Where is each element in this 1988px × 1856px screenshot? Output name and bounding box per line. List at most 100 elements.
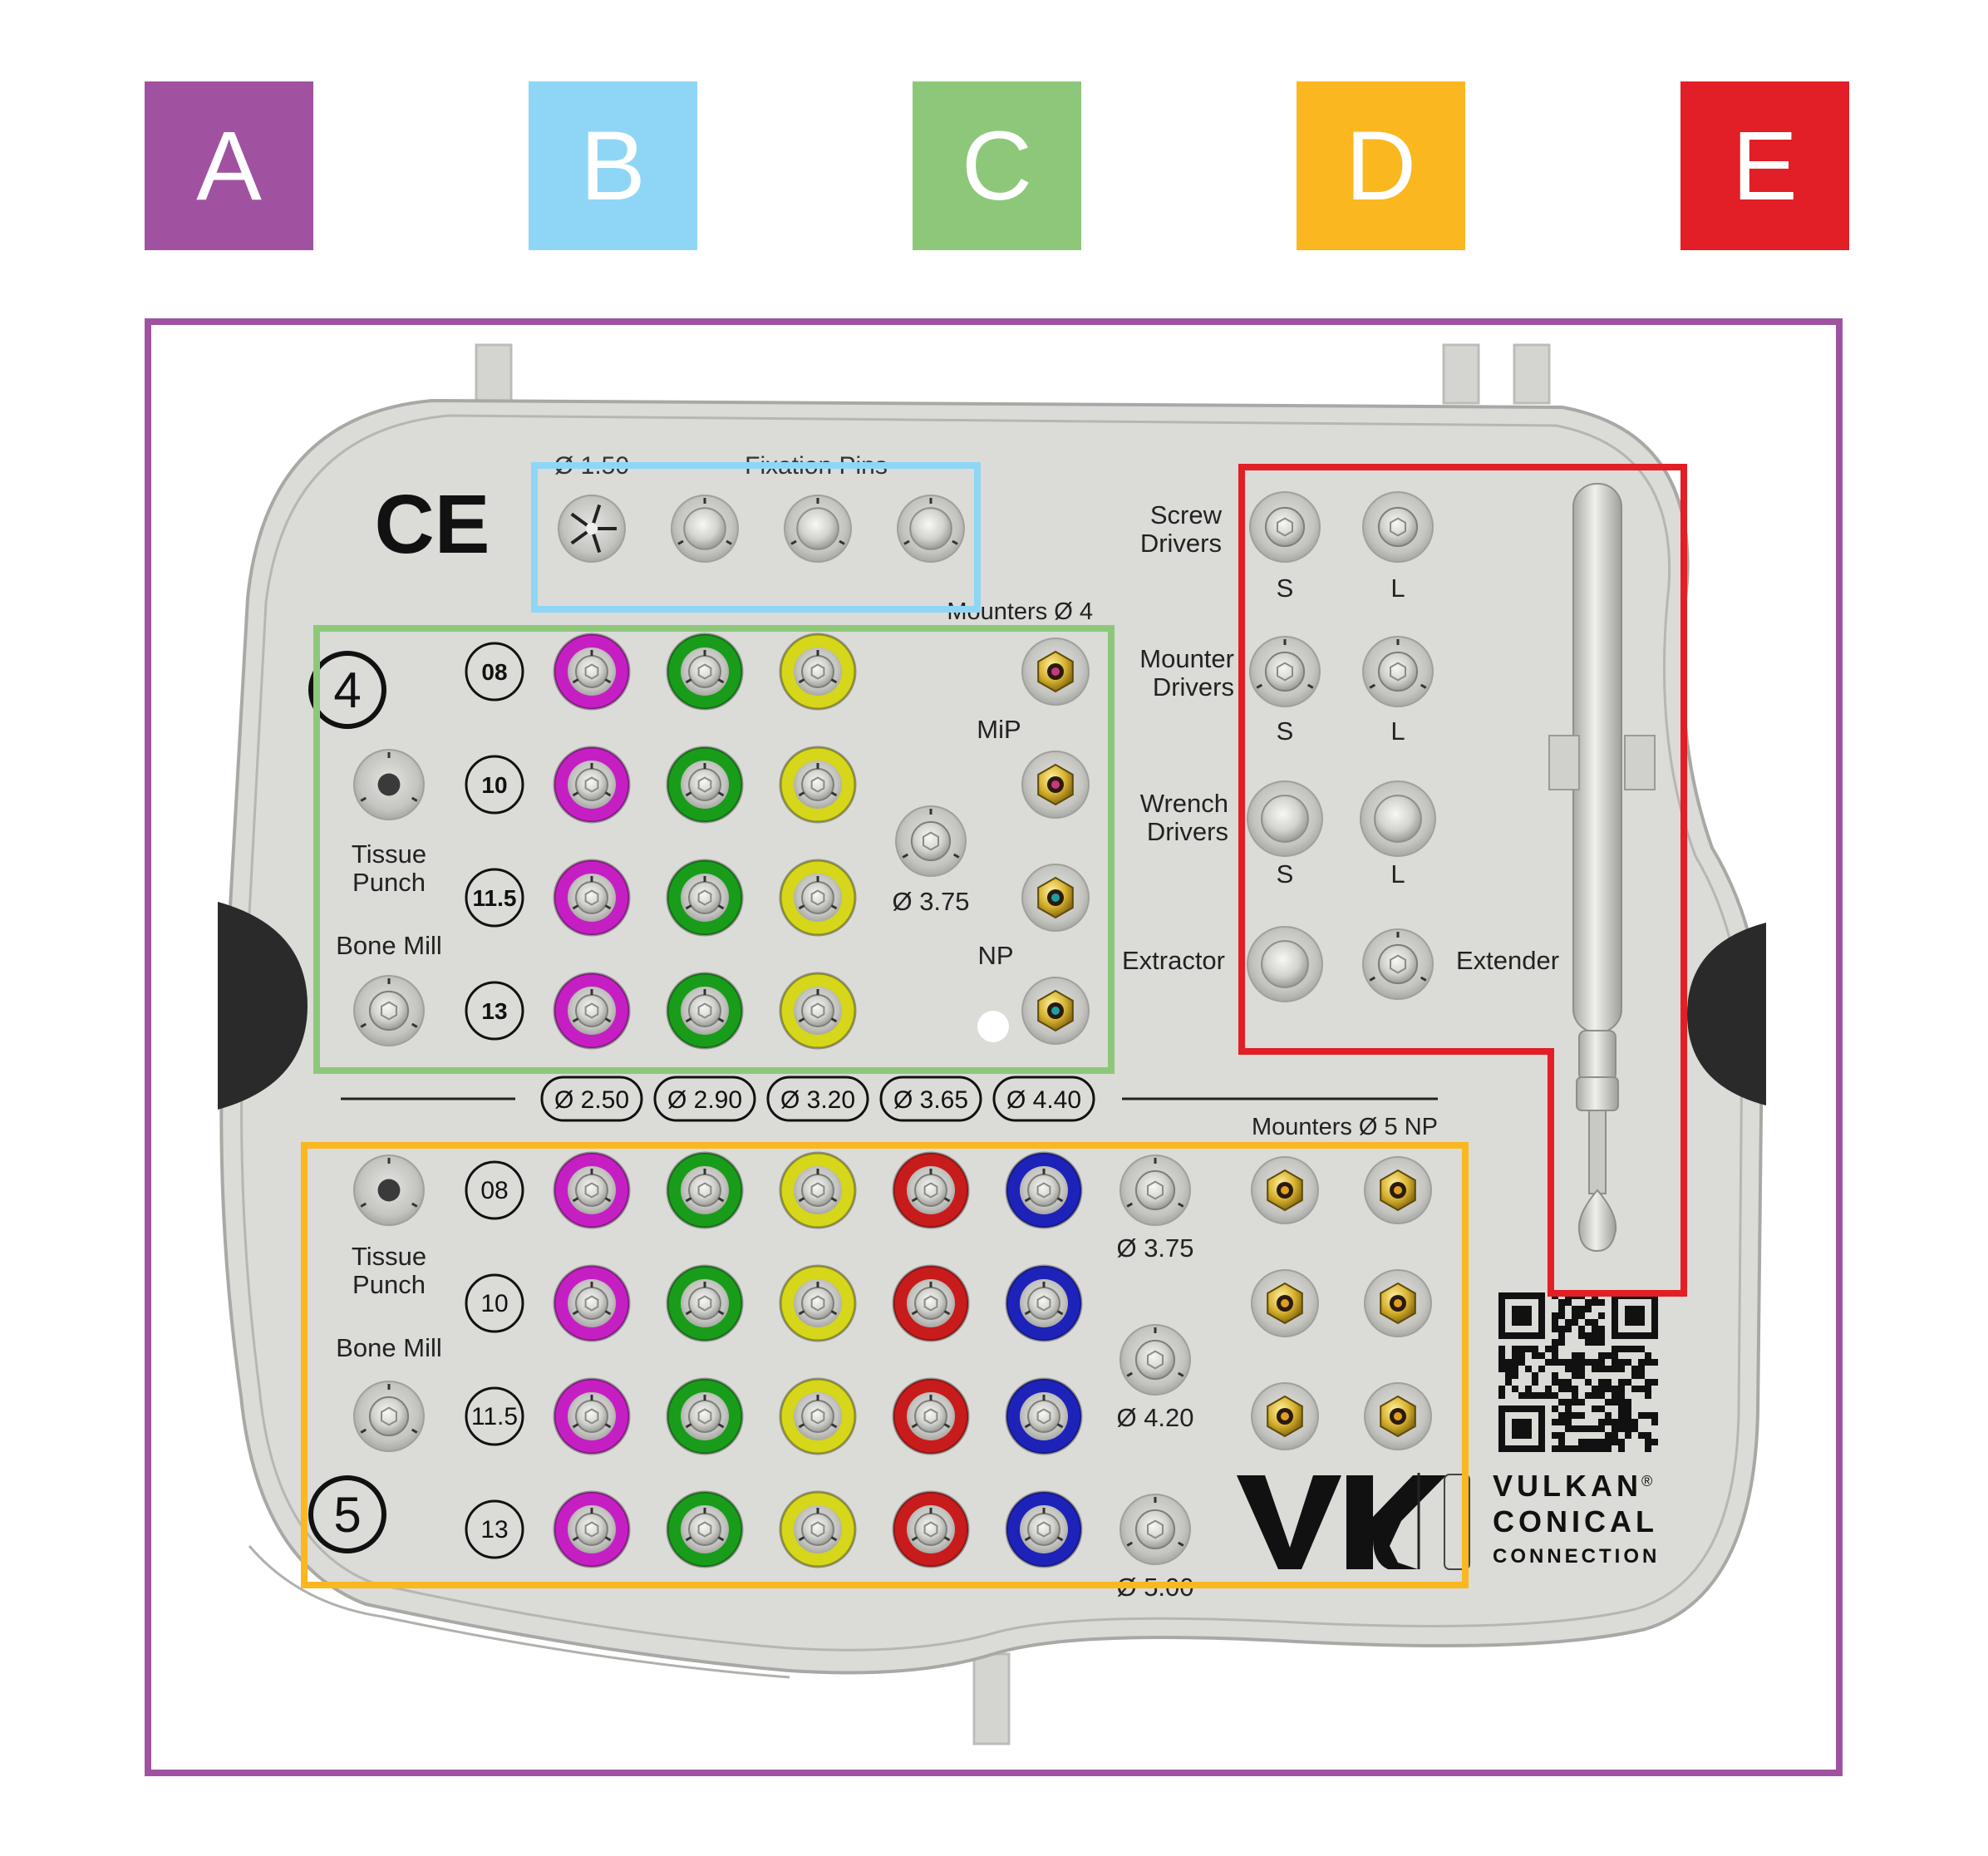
tool-clip-right <box>1624 735 1656 790</box>
qr-module <box>1565 1412 1572 1419</box>
section-5-drill-tick <box>830 1536 838 1542</box>
mounter-driver-socket-l-tick <box>1369 683 1376 689</box>
qr-module <box>1585 1319 1592 1326</box>
legend-e-letter: E <box>1732 111 1798 221</box>
section-4-drill-tick <box>830 1017 838 1023</box>
qr-module <box>1651 1439 1658 1445</box>
qr-module <box>1598 1332 1605 1339</box>
section-5-cover-screw-head <box>1134 1169 1176 1211</box>
qr-module <box>1625 1432 1631 1439</box>
section-4-length-label: 13 <box>481 998 507 1024</box>
section-5-cover-screw-tick <box>1177 1202 1184 1208</box>
section-5-drill-head <box>1027 1174 1060 1207</box>
qr-module <box>1592 1326 1598 1332</box>
fixation-pin-socket-cap <box>796 507 839 550</box>
section-5-drill-head <box>801 1287 834 1320</box>
section-4-bone-mill-tick <box>411 1022 418 1028</box>
legend-b: B <box>529 81 697 250</box>
qr-module <box>1558 1399 1565 1406</box>
legend-e: E <box>1680 81 1849 250</box>
qr-module <box>1578 1439 1585 1445</box>
legend-c: C <box>913 81 1081 250</box>
section-5-drill-tick <box>911 1310 918 1316</box>
section-5-drill-tick <box>911 1197 918 1203</box>
section-4-drill-head <box>688 655 721 688</box>
section-5-cover-screw-tick <box>1126 1202 1134 1208</box>
qr-finder-tl-core <box>1512 1306 1532 1326</box>
section-5-drill-head <box>688 1513 721 1546</box>
wrench-drivers-label: Drivers <box>1147 817 1228 846</box>
qr-module <box>1625 1346 1631 1352</box>
qr-module <box>1651 1419 1658 1425</box>
qr-module <box>1618 1406 1625 1412</box>
section-5-cover-screw-tick <box>1126 1371 1134 1377</box>
section-4-drill-head <box>688 881 721 914</box>
section-5-cover-screw-head <box>1134 1339 1176 1381</box>
qr-module <box>1645 1386 1651 1392</box>
section-5-length-label-ring <box>465 1499 524 1559</box>
qr-module <box>1552 1432 1558 1439</box>
section-4-drill-tick <box>604 791 612 797</box>
qr-module <box>1618 1445 1625 1452</box>
frame-e-drivers <box>1238 464 1687 1297</box>
qr-module <box>1625 1379 1631 1386</box>
qr-module <box>1518 1392 1525 1399</box>
qr-module <box>1592 1392 1598 1399</box>
qr-module <box>1552 1372 1558 1379</box>
section-4-drill-head <box>575 881 608 914</box>
qr-module <box>1572 1319 1578 1326</box>
section-5-drill-hex <box>923 1521 938 1538</box>
section-5-drill-head <box>688 1287 721 1320</box>
section-4-bone-mill-label: Bone Mill <box>336 931 442 960</box>
section-5-drill-head <box>575 1400 608 1433</box>
section-4-drill-head <box>801 994 834 1027</box>
qr-module <box>1598 1386 1605 1392</box>
mounter-driver-socket-s-tick <box>1306 683 1314 689</box>
qr-module <box>1552 1326 1558 1332</box>
qr-module <box>1612 1346 1618 1352</box>
qr-module <box>1518 1359 1525 1366</box>
section-4-drill-hex <box>810 889 825 906</box>
section-4-tissue-punch-hole <box>377 773 401 796</box>
qr-module <box>1552 1346 1558 1352</box>
section-5-length-label: 11.5 <box>471 1403 518 1430</box>
section-4-length-label-ring <box>465 755 524 815</box>
section-4-drill-hex <box>697 1002 712 1019</box>
qr-module <box>1558 1332 1565 1339</box>
diameter-pill: Ø 3.20 <box>780 1086 855 1114</box>
qr-module <box>1558 1312 1565 1319</box>
driver-size-s: S <box>1277 859 1294 889</box>
fixation-pin-socket-tick <box>677 539 684 545</box>
tool-collar <box>1576 1076 1619 1111</box>
section-4-bone-mill-hex <box>381 1001 397 1021</box>
section-5-drill-tick <box>717 1423 725 1429</box>
qr-module <box>1638 1386 1645 1392</box>
section-5-drill-hex <box>1036 1182 1051 1199</box>
qr-module <box>1532 1392 1538 1399</box>
section-5-drill-hex <box>923 1408 938 1425</box>
section-5-drill-tick <box>717 1536 725 1542</box>
qr-module <box>1552 1445 1558 1452</box>
qr-module <box>1598 1359 1605 1366</box>
qr-module <box>1565 1419 1572 1425</box>
section-4-drill-tick <box>572 678 579 684</box>
qr-module <box>1645 1432 1651 1439</box>
section-5-drill-tick <box>798 1310 805 1316</box>
section-4-drill-hex <box>810 776 825 793</box>
driver-size-s: S <box>1277 716 1294 746</box>
qr-module <box>1558 1439 1565 1445</box>
section-5-mounters-label: Mounters Ø 5 NP <box>1252 1114 1438 1140</box>
diameter-pill-outline <box>766 1076 869 1122</box>
section-5-drill-head <box>688 1400 721 1433</box>
section-4-drill-tick <box>572 791 579 797</box>
tray-inner-rim <box>240 414 1744 1652</box>
qr-module <box>1512 1359 1518 1366</box>
tool-tip-shaft <box>1588 1110 1607 1194</box>
section-5-drill-tick <box>1024 1423 1031 1429</box>
section-4-np-mounter-dot <box>1051 1007 1060 1015</box>
qr-module <box>1552 1419 1558 1425</box>
tray-peg <box>1513 343 1551 405</box>
section-4-drill-head <box>801 768 834 801</box>
brand-line1: VULKAN <box>1493 1469 1642 1503</box>
section-5-drill-head <box>914 1174 947 1207</box>
